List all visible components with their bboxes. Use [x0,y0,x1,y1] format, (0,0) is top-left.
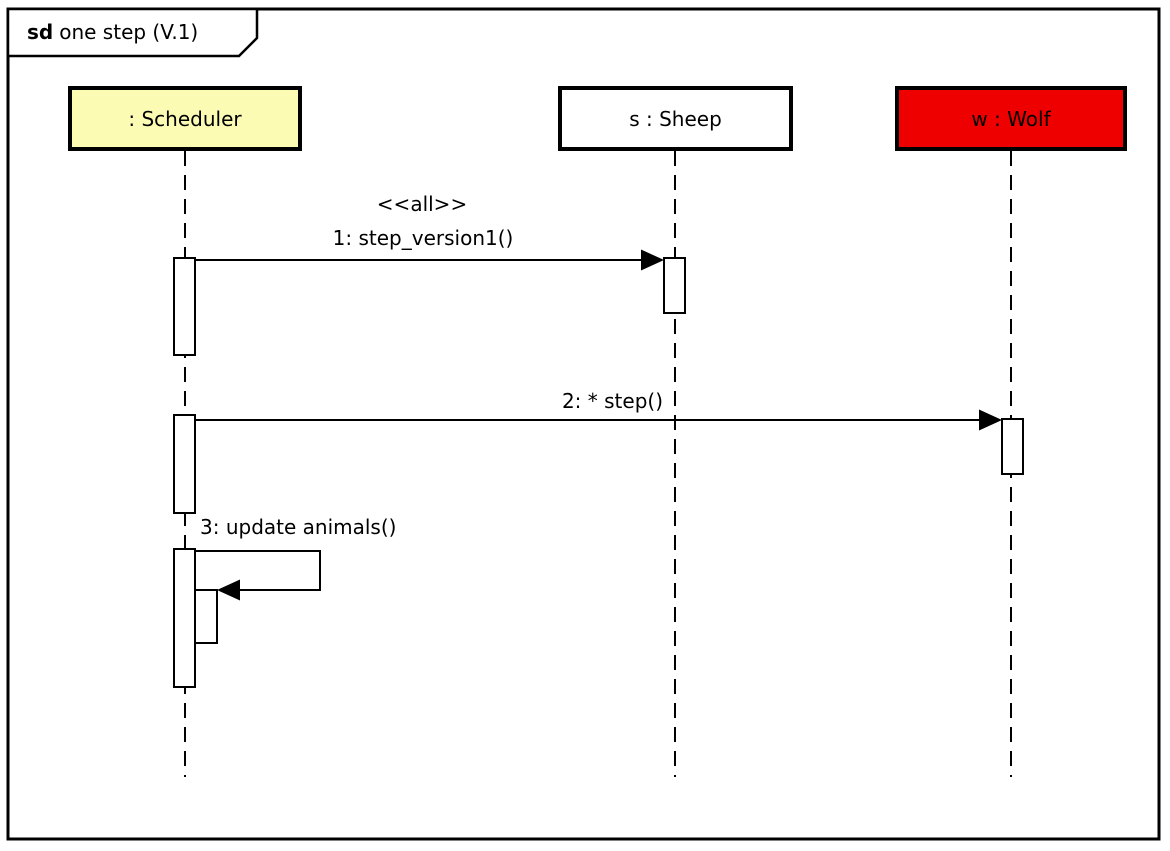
activation-scheduler-1 [173,257,196,356]
lifeline-head-scheduler: : Scheduler [68,86,302,151]
lifeline-head-wolf: w : Wolf [895,86,1127,151]
message-3-line [195,550,321,591]
message-1-arrowhead-icon [641,249,664,271]
message-3-arrowhead-icon [217,579,240,601]
activation-scheduler-2 [173,414,196,514]
message-1-stereotype: <<all>> [376,192,468,216]
message-2-label: 2: * step() [561,389,663,413]
frame-name: one step (V.1) [59,20,199,44]
message-3-label: 3: update animals() [200,515,397,539]
lifeline-head-sheep: s : Sheep [558,86,793,151]
message-2-arrowhead-icon [979,409,1002,431]
activation-scheduler-3-nested [194,589,218,644]
frame-title-tab [6,7,259,58]
activation-scheduler-3 [173,548,196,688]
frame-keyword: sd [27,20,54,44]
lifeline-head-scheduler-label: : Scheduler [128,106,242,131]
lifeline-head-wolf-label: w : Wolf [971,106,1051,131]
frame-border [6,7,1161,841]
activation-wolf [1001,418,1024,475]
message-1-label: 1: step_version1() [332,226,514,250]
activation-sheep [663,257,686,314]
lifeline-head-sheep-label: s : Sheep [629,106,722,131]
